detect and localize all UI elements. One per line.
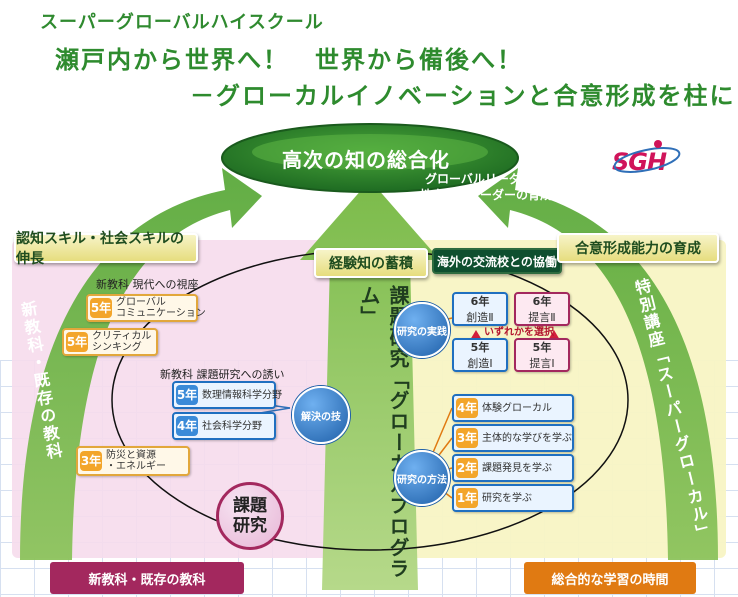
grade-box-global-comm: 5年 グローバル コミュニケーション bbox=[86, 294, 206, 322]
grade-badge: 3年 bbox=[456, 428, 478, 448]
grade-badge: 2年 bbox=[456, 458, 478, 478]
grade-badge: 1年 bbox=[456, 488, 478, 508]
grade-text: 体験グローカル bbox=[482, 402, 552, 414]
grade-box-social-science: 4年 社会科学分野 bbox=[172, 412, 276, 440]
grade-text: 防災と資源 ・エネルギー bbox=[106, 450, 166, 472]
grade-text: 課題発見を学ぶ bbox=[482, 462, 552, 474]
grade-text: 研究を学ぶ bbox=[482, 492, 532, 504]
grade-badge: 5年 bbox=[90, 298, 112, 318]
grade-text: グローバル コミュニケーション bbox=[116, 297, 206, 319]
header-subslogan: －グローカルイノベーションと合意形成を柱に－ bbox=[190, 82, 738, 110]
ribbon-exchange-school: 海外の交流校との協働 bbox=[432, 248, 562, 274]
grade-box-math-info: 5年 数理情報科学分野 bbox=[172, 381, 282, 409]
select-one-label: いずれかを選択 bbox=[484, 327, 554, 338]
practice-grade: 5年 bbox=[532, 341, 552, 354]
practice-grade: 5年 bbox=[470, 341, 490, 354]
practice-grade: 6年 bbox=[470, 295, 490, 308]
method-item-3: 3年 主体的な学びを学ぶ bbox=[452, 424, 574, 452]
grade-text: 数理情報科学分野 bbox=[202, 389, 282, 401]
practice-propose-2: 6年 提言Ⅱ bbox=[514, 292, 570, 326]
leader-line-2: 地方創生リーダーの育成 bbox=[420, 188, 553, 202]
method-item-1: 1年 研究を学ぶ bbox=[452, 484, 574, 512]
practice-create-1: 5年 創造Ⅰ bbox=[452, 338, 508, 372]
new-subject-heading: 新教科 現代への視座 bbox=[96, 278, 199, 291]
grade-badge: 4年 bbox=[456, 398, 478, 418]
header-title: スーパーグローバルハイスクール bbox=[40, 12, 324, 33]
circle-kadai-kenkyu: 課題 研究 bbox=[216, 482, 284, 550]
grade-badge: 4年 bbox=[176, 416, 198, 436]
grade-text: クリティカル シンキング bbox=[92, 331, 152, 353]
grade-text: 主体的な学びを学ぶ bbox=[482, 432, 572, 444]
ribbon-experience: 経験知の蓄積 bbox=[314, 248, 428, 278]
practice-name: 創造Ⅰ bbox=[467, 357, 493, 370]
method-item-2: 2年 課題発見を学ぶ bbox=[452, 454, 574, 482]
grade-badge: 3年 bbox=[80, 451, 102, 471]
practice-create-2: 6年 創造Ⅱ bbox=[452, 292, 508, 326]
top-ellipse-label: 高次の知の総合化 bbox=[282, 148, 450, 172]
grade-text: 社会科学分野 bbox=[202, 420, 262, 432]
sgh-logo-swoosh bbox=[613, 140, 681, 173]
practice-name: 創造Ⅱ bbox=[466, 311, 494, 324]
circle-research-method: 研究の方法 bbox=[394, 450, 450, 506]
grade-badge: 5年 bbox=[66, 332, 88, 352]
method-item-4: 4年 体験グローカル bbox=[452, 394, 574, 422]
practice-name: 提言Ⅰ bbox=[529, 357, 555, 370]
ribbon-consensus: 合意形成能力の育成 bbox=[557, 233, 719, 263]
circle-solution-skills: 解決の技 bbox=[292, 386, 350, 444]
grade-box-critical: 5年 クリティカル シンキング bbox=[62, 328, 158, 356]
research-invite-heading: 新教科 課題研究への誘い bbox=[160, 368, 285, 381]
grade-box-disaster: 3年 防災と資源 ・エネルギー bbox=[76, 446, 190, 476]
circle-research-practice: 研究の実践 bbox=[394, 302, 450, 358]
leader-line-1: グローバルリーダーや bbox=[425, 172, 545, 186]
practice-name: 提言Ⅱ bbox=[528, 311, 556, 324]
practice-propose-1: 5年 提言Ⅰ bbox=[514, 338, 570, 372]
practice-grade: 6年 bbox=[532, 295, 552, 308]
grade-badge: 5年 bbox=[176, 385, 198, 405]
bottom-label-integrated-study: 総合的な学習の時間 bbox=[524, 562, 696, 594]
header-slogan: 瀬戸内から世界へ！ 世界から備後へ！ bbox=[55, 46, 523, 74]
ribbon-cognitive-skills: 認知スキル・社会スキルの伸長 bbox=[14, 231, 198, 267]
bottom-label-new-subjects: 新教科・既存の教科 bbox=[50, 562, 244, 594]
